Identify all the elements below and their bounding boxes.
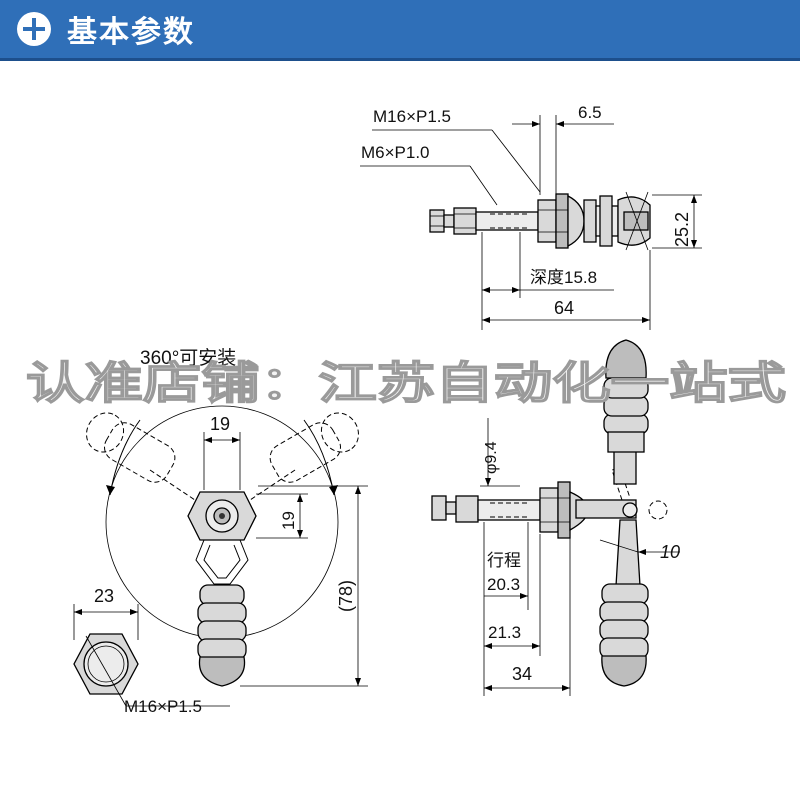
section-title: 基本参数 <box>67 15 195 50</box>
section-header: 基本参数 <box>0 0 800 61</box>
nut-thread-label: M16×P1.5 <box>124 697 202 716</box>
top-view: M16×P1.5 M6×P1.0 6.5 <box>360 103 702 330</box>
dim-angle: 10 <box>660 542 680 562</box>
side-view: φ9.4 10 <box>431 339 680 696</box>
dim-height-78: (78) <box>336 580 356 612</box>
thread-main-label: M16×P1.5 <box>373 107 451 126</box>
dim-length-64: 64 <box>554 298 574 318</box>
rotation-label: 360°可安装 <box>140 347 236 369</box>
dim-stroke: 20.3 <box>487 575 520 594</box>
watermark-text: 认准店铺：江苏自动化一站式 <box>26 358 786 409</box>
thread-rod-label: M6×P1.0 <box>361 143 430 162</box>
dim-34: 34 <box>512 664 532 684</box>
dim-side-19: 19 <box>279 511 298 530</box>
plus-circle-icon <box>17 12 51 46</box>
depth-label: 深度15.8 <box>530 268 597 287</box>
dim-diameter: φ9.4 <box>483 441 500 474</box>
nut-view: 23 M16×P1.5 <box>73 586 230 716</box>
dim-width-19: 19 <box>210 414 230 434</box>
front-view: 360°可安装 19 <box>86 347 368 687</box>
dim-nut-23: 23 <box>94 586 114 606</box>
dim-height-252: 25.2 <box>672 212 692 247</box>
dim-nut-width: 6.5 <box>578 103 602 122</box>
stroke-label: 行程 <box>487 551 521 570</box>
dim-21: 21.3 <box>488 623 521 642</box>
